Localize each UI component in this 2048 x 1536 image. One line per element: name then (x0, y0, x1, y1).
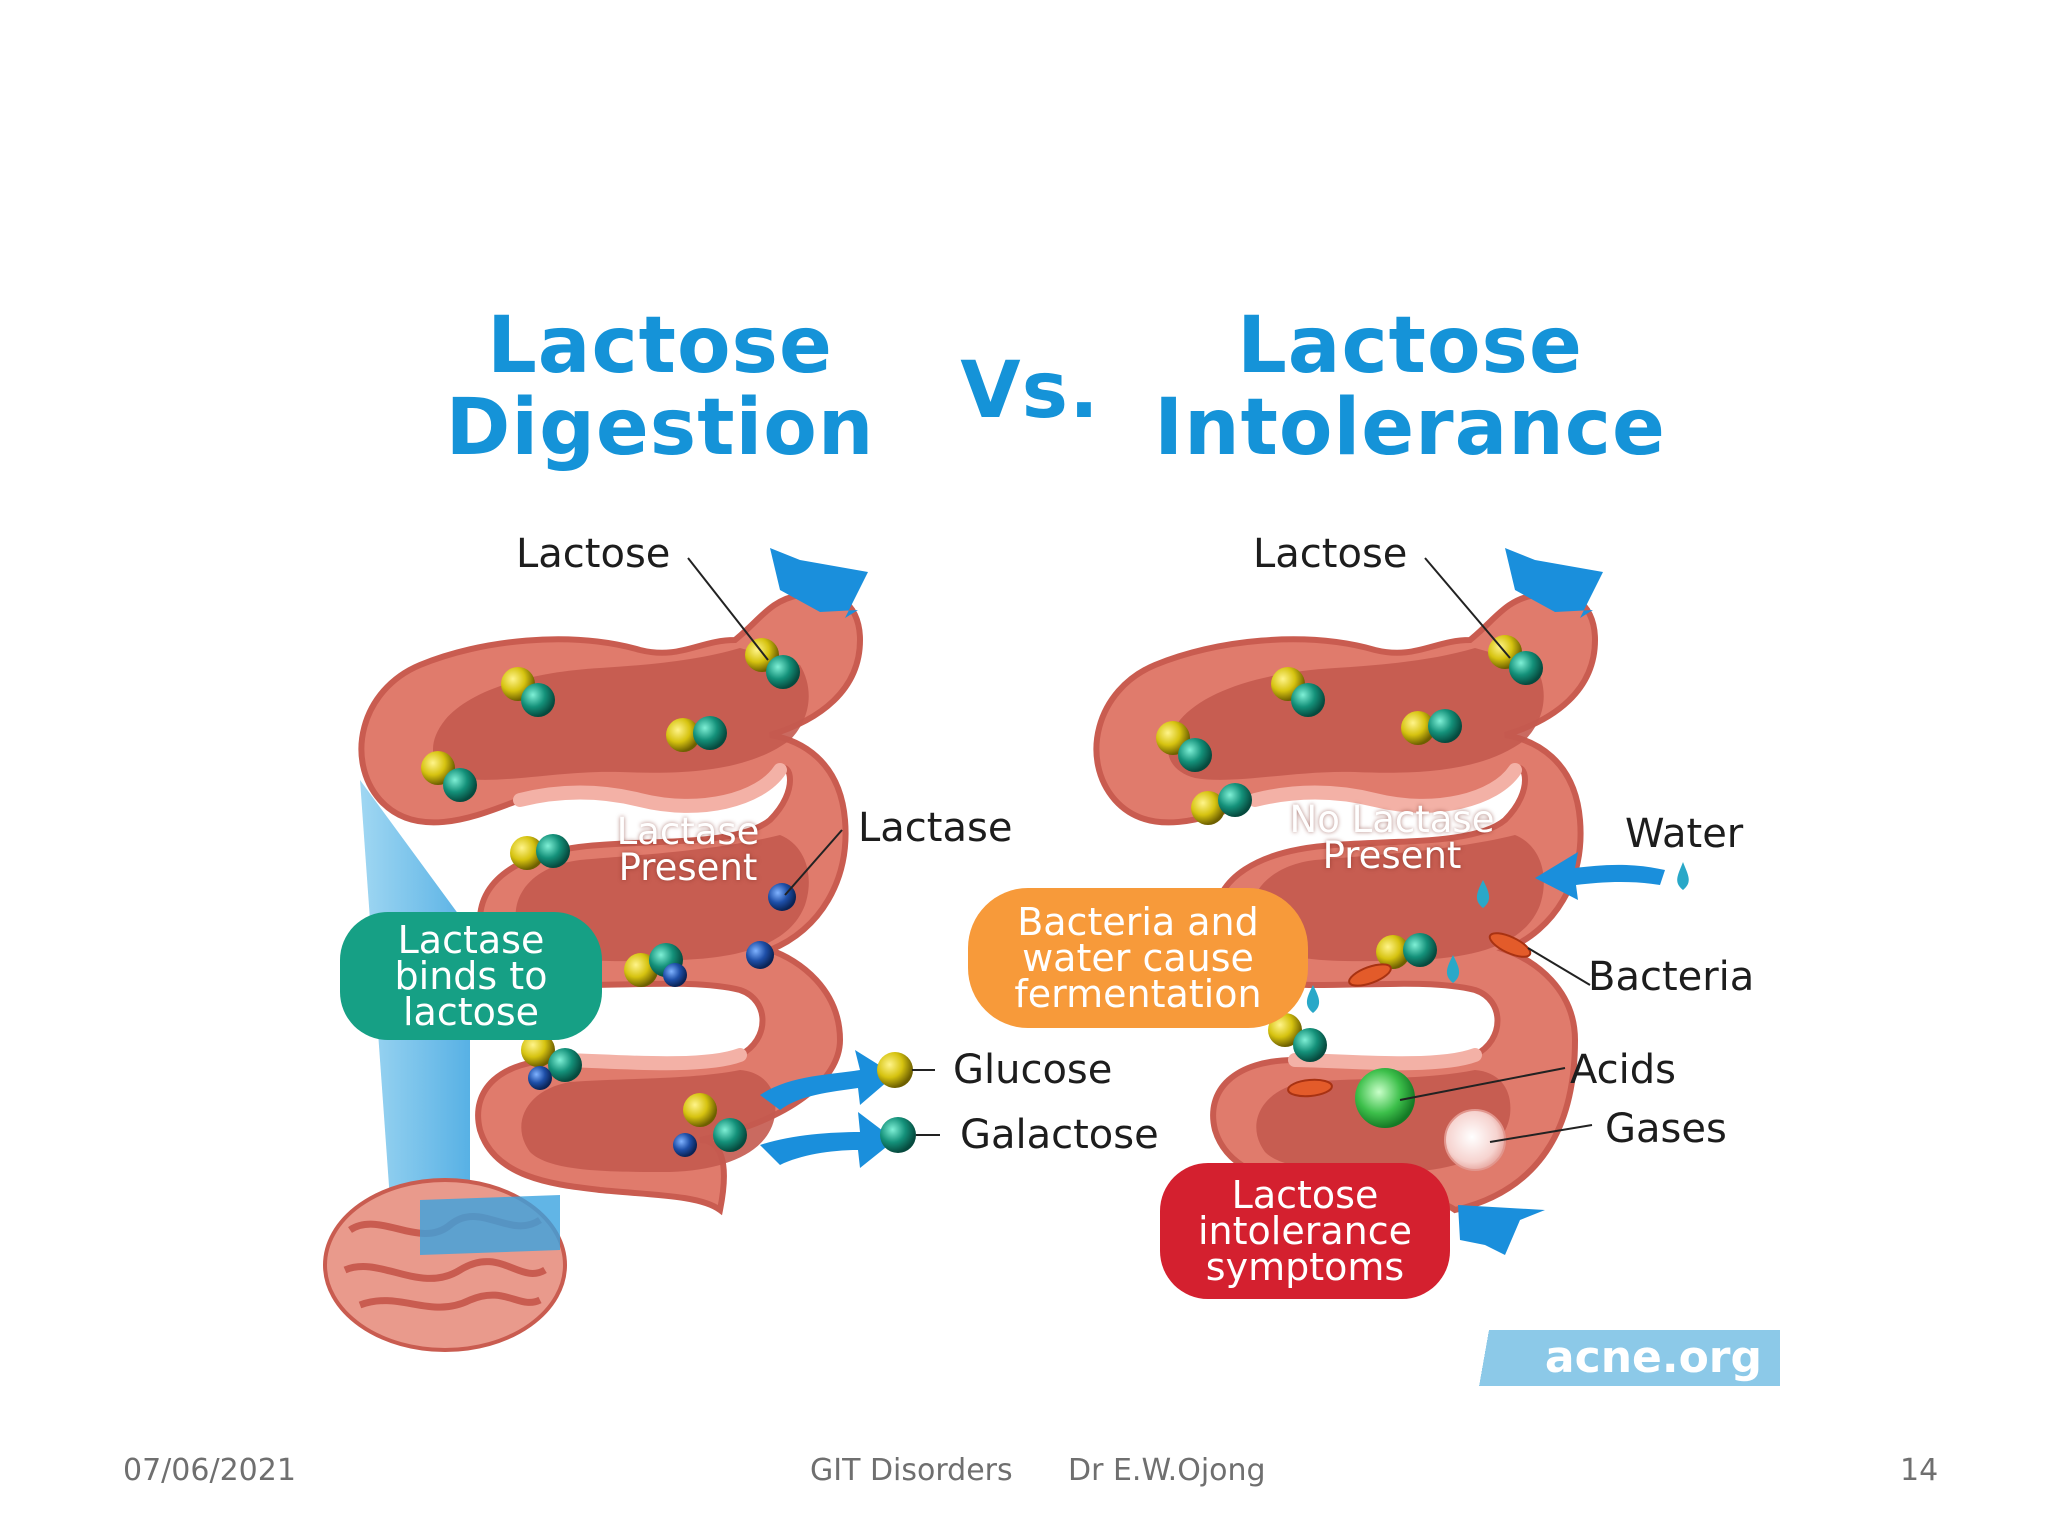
callout-intolerance-symptoms: Lactose intolerance symptoms (1160, 1163, 1450, 1299)
footer-author: Dr E.W.Ojong (1068, 1453, 1266, 1488)
callout-binds-line3: lactose (402, 990, 540, 1034)
arrow-out-right-icon (1458, 1205, 1545, 1255)
callout-binds-line2: binds to (394, 954, 548, 998)
callout-symptoms-line3: symptoms (1205, 1245, 1405, 1289)
callout-ferment-line1: Bacteria and (1017, 900, 1259, 944)
arrow-in-right-icon (1505, 548, 1603, 618)
label-no-lactase-present: No Lactase Present (1262, 798, 1522, 877)
label-lactase-present-line1: Lactase (616, 810, 760, 853)
label-lactase-present: Lactase Present (598, 810, 778, 889)
arrow-in-left-icon (770, 548, 868, 618)
bacteria-icon (1287, 932, 1532, 1098)
blue-arrows (760, 548, 1665, 1255)
leader-lines (687, 557, 1593, 1143)
acid-bubble-icon (1355, 1068, 1415, 1128)
small-intestine-icon (323, 1178, 567, 1352)
footer-course: GIT Disorders (810, 1453, 1013, 1488)
callout-lactase-binds-lactose: Lactase binds to lactose (340, 912, 602, 1040)
label-lactose-right: Lactose (1253, 531, 1408, 577)
lactose-molecules-right (1156, 635, 1543, 1062)
title-vs: Vs. (960, 346, 1100, 436)
label-no-lactase-line1: No Lactase (1289, 798, 1495, 841)
arrow-glucose-icon (760, 1050, 895, 1110)
glucose-molecule-icon (877, 1052, 913, 1088)
title-lactose-digestion: Lactose Digestion (430, 305, 890, 469)
callout-symptoms-line1: Lactose (1231, 1173, 1379, 1217)
label-glucose: Glucose (953, 1047, 1113, 1093)
label-lactase: Lactase (858, 805, 1013, 851)
label-galactose: Galactose (960, 1112, 1159, 1158)
footer-date: 07/06/2021 (123, 1453, 296, 1488)
callout-bacteria-fermentation: Bacteria and water cause fermentation (968, 888, 1308, 1028)
title-left-line2: Digestion (445, 383, 875, 473)
title-right-line2: Intolerance (1154, 383, 1666, 473)
galactose-molecule-icon (880, 1117, 916, 1153)
title-right-line1: Lactose (1237, 301, 1583, 391)
title-lactose-intolerance: Lactose Intolerance (1150, 305, 1670, 469)
label-bacteria: Bacteria (1588, 954, 1755, 1000)
label-no-lactase-line2: Present (1322, 834, 1462, 877)
watermark-text: acne.org (1544, 1332, 1762, 1383)
lactose-molecules-left (421, 638, 800, 1157)
callout-ferment-line2: water cause (1022, 936, 1254, 980)
callout-ferment-line3: fermentation (1014, 972, 1262, 1016)
callout-binds-line1: Lactase (397, 918, 545, 962)
label-lactase-present-line2: Present (618, 846, 758, 889)
title-left-line1: Lactose (487, 301, 833, 391)
label-acids: Acids (1570, 1047, 1676, 1093)
callout-symptoms-line2: intolerance (1198, 1209, 1412, 1253)
watermark-banner: acne.org (1440, 1330, 1780, 1386)
arrow-galactose-icon (760, 1112, 895, 1168)
water-droplets-icon (1306, 862, 1689, 1013)
label-lactose-left: Lactose (516, 531, 671, 577)
arrow-water-icon (1535, 852, 1665, 900)
label-water: Water (1625, 811, 1744, 857)
footer-page-number: 14 (1900, 1453, 1939, 1488)
label-gases: Gases (1605, 1106, 1727, 1152)
